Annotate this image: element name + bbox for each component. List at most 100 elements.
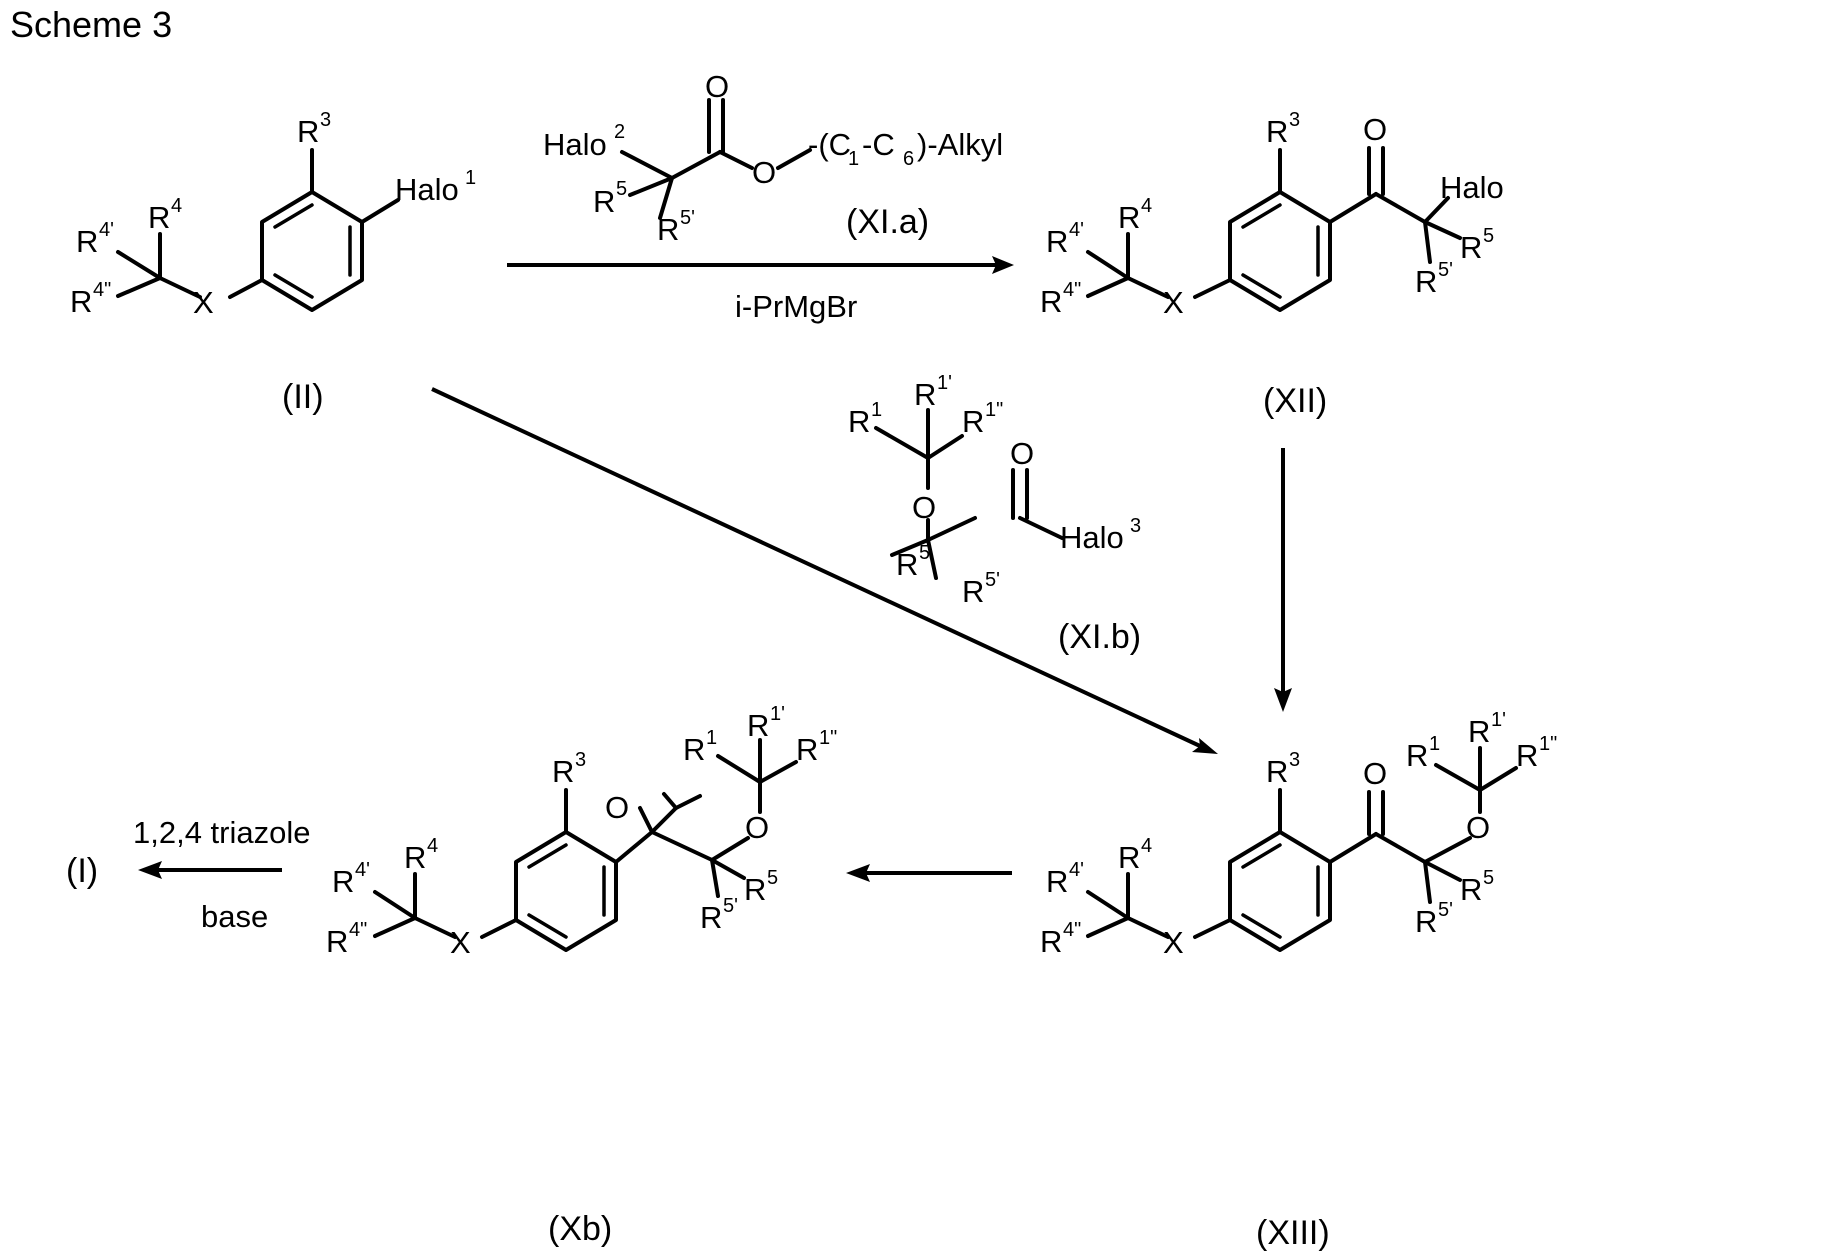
reagent-XIa: O O Halo 2 R 5 R 5' -(C 1 -C 6 )-Alkyl (543, 69, 1003, 247)
Xb-epoxide-O: O (605, 790, 629, 825)
XIII-R1pp-label: R (1516, 738, 1538, 773)
XIb-R1-label: R (848, 404, 870, 439)
XIII-R3-label: R (1266, 754, 1288, 789)
Xb-R1pp-label: R (796, 732, 818, 767)
XIa-ester-end: )-Alkyl (917, 127, 1003, 162)
Xb-R1-superscript: 1 (706, 727, 717, 749)
reagent-XIb: O O Halo 3 R 1 R 1' R 1" R 5 R 5' (848, 372, 1141, 609)
II-R4p-label: R (76, 224, 98, 259)
XII-R4p-superscript: 4' (1069, 219, 1084, 241)
XIb-halo-superscript: 3 (1130, 515, 1141, 537)
XIa-R5-label: R (593, 184, 615, 219)
XIb-R1p-label: R (914, 377, 936, 412)
XII-R4pp-label: R (1040, 284, 1062, 319)
XII-halo-label: Halo (1440, 170, 1504, 205)
XIII-R4p-superscript: 4' (1069, 859, 1084, 881)
reagent-XIa-label: (XI.a) (846, 203, 929, 241)
XIa-halo-label: Halo (543, 127, 607, 162)
XII-R4-label: R (1118, 200, 1140, 235)
XII-R3-superscript: 3 (1289, 109, 1300, 131)
XIb-R1pp-label: R (962, 404, 984, 439)
II-halo-superscript: 1 (465, 167, 476, 189)
XIa-ester-O: O (752, 155, 776, 190)
compound-XII: O R 3 Halo R 5 R 5' X R 4 R 4' R 4" (1040, 109, 1504, 320)
XIII-R5p-label: R (1415, 904, 1437, 939)
XIa-R5p-label: R (657, 212, 679, 247)
XIb-halo-label: Halo (1060, 520, 1124, 555)
XIII-R1-superscript: 1 (1429, 733, 1440, 755)
Xb-R5-label: R (744, 872, 766, 907)
XIb-ether-O: O (912, 490, 936, 525)
II-R4pp-superscript: 4" (93, 279, 111, 301)
II-R4p-superscript: 4' (99, 219, 114, 241)
XII-R5p-label: R (1415, 264, 1437, 299)
XII-R4p-label: R (1046, 224, 1068, 259)
Xb-R4p-label: R (332, 864, 354, 899)
XIII-R1p-superscript: 1' (1491, 709, 1506, 731)
XIII-R5p-superscript: 5' (1438, 899, 1453, 921)
II-R-superscript: 3 (320, 109, 331, 131)
XIII-X-label: X (1163, 925, 1184, 960)
II-halo-label: Halo (395, 172, 459, 207)
Xb-R5p-superscript: 5' (723, 895, 738, 917)
XIa-R5-superscript: 5 (616, 178, 627, 200)
reagent-base: base (201, 899, 268, 934)
XII-R5-superscript: 5 (1483, 225, 1494, 247)
XIb-R1pp-superscript: 1" (985, 399, 1003, 421)
Xb-R4pp-label: R (326, 924, 348, 959)
reagent-XIb-label: (XI.b) (1058, 618, 1141, 656)
XIII-R1pp-superscript: 1" (1539, 733, 1557, 755)
XIa-ester-chain: -(C (808, 127, 851, 162)
product-I-label: (I) (66, 852, 98, 890)
Xb-R1p-label: R (747, 708, 769, 743)
XIII-carbonyl-O: O (1363, 756, 1387, 791)
reagent-triazole: 1,2,4 triazole (133, 815, 311, 850)
XIb-carbonyl-O: O (1010, 436, 1034, 471)
II-X-label: X (193, 285, 214, 320)
Xb-R4pp-superscript: 4" (349, 919, 367, 941)
XIII-R4-superscript: 4 (1141, 835, 1152, 857)
Xb-R4p-superscript: 4' (355, 859, 370, 881)
XIII-R4pp-label: R (1040, 924, 1062, 959)
XIa-ester-mid: -C (862, 127, 895, 162)
XIII-ether-O: O (1466, 810, 1490, 845)
II-R4-superscript: 4 (171, 195, 182, 217)
Xb-R4-superscript: 4 (427, 835, 438, 857)
XIa-R5p-superscript: 5' (680, 207, 695, 229)
compound-II: R 3 Halo 1 X R 4 R 4' R 4" (70, 109, 476, 320)
XIa-chain-sub-6: 6 (903, 148, 914, 170)
Xb-R4-label: R (404, 840, 426, 875)
Xb-R1-label: R (683, 732, 705, 767)
Xb-R1p-superscript: 1' (770, 703, 785, 725)
XIb-R5-superscript: 5 (919, 542, 930, 564)
XIb-R5p-superscript: 5' (985, 569, 1000, 591)
scheme-title: Scheme 3 (10, 4, 172, 45)
II-R4-label: R (148, 200, 170, 235)
XII-R5-label: R (1460, 230, 1482, 265)
XIII-R1p-label: R (1468, 714, 1490, 749)
XIb-R1-superscript: 1 (871, 399, 882, 421)
Xb-R5p-label: R (700, 900, 722, 935)
Xb-R5-superscript: 5 (767, 867, 778, 889)
XIII-R4-label: R (1118, 840, 1140, 875)
Xb-R1pp-superscript: 1" (819, 727, 837, 749)
compound-XIII-label: (XIII) (1256, 1214, 1330, 1252)
Xb-ether-O: O (745, 810, 769, 845)
compound-XII-label: (XII) (1263, 382, 1327, 420)
compound-II-label: (II) (282, 378, 324, 416)
XIII-R5-label: R (1460, 872, 1482, 907)
XIII-R4p-label: R (1046, 864, 1068, 899)
XIa-chain-sub-1: 1 (848, 148, 859, 170)
Xb-X-label: X (450, 925, 471, 960)
XIb-R5p-label: R (962, 574, 984, 609)
XIb-R1p-superscript: 1' (937, 372, 952, 394)
XII-R3-label: R (1266, 114, 1288, 149)
arrow-II-to-XIII (432, 389, 1200, 746)
XIa-carbonyl-O: O (705, 69, 729, 104)
XIII-R4pp-superscript: 4" (1063, 919, 1081, 941)
XIII-R5-superscript: 5 (1483, 867, 1494, 889)
XII-R5p-superscript: 5' (1438, 259, 1453, 281)
compound-XIII: O O R 3 R 1 R 1' R 1" R 5 R 5' X R 4 R 4… (1040, 709, 1557, 960)
XII-R4pp-superscript: 4" (1063, 279, 1081, 301)
